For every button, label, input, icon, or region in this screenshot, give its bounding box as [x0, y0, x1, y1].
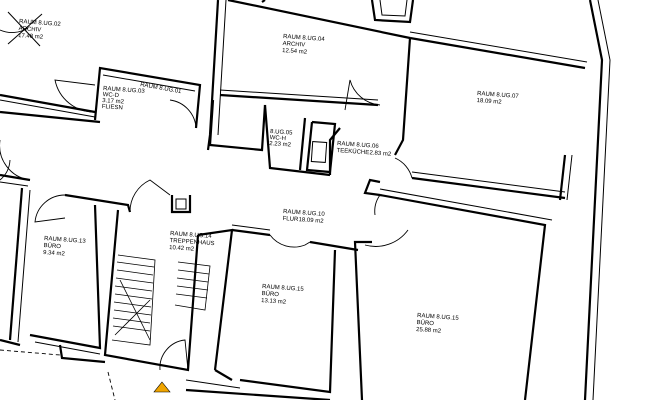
room-ug15b-use: BÜRO [416, 319, 434, 327]
room-ug02-area: 17.48 m2 [18, 33, 44, 41]
room-label-ug02: RAUM 8.UG.02 ARCHIV 17.48 m2 [18, 19, 63, 42]
facade-right [583, 0, 611, 400]
room-ug06-name: RAUM 8.UG.06 [337, 141, 380, 150]
strike-mark [7, 11, 43, 47]
room-ug14-name: RAUM 8.UG.14 [170, 231, 213, 240]
room-label-ug13: RAUM 8.UG.13 BÜRO 9.34 m2 [43, 236, 88, 259]
room-ug13-use: BÜRO [43, 242, 61, 250]
stair-house [103, 195, 271, 372]
room-ug15a-area: 13.13 m2 [261, 298, 287, 306]
room-ug05-name: 8.UG.05 [270, 129, 293, 137]
room-ug03-use: WC-D [102, 92, 119, 99]
room-label-ug04: RAUM 8.UG.04 ARCHIV 12.54 m2 [282, 34, 327, 57]
room-label-ug05: 8.UG.05 WC-H 2.23 m2 [269, 129, 294, 149]
dashed-lines [0, 349, 116, 400]
room-ug10-area: 18.09 m2 [298, 217, 324, 225]
room-label-ug15a: RAUM 8.UG.15 BÜRO 13.13 m2 [261, 284, 306, 307]
room-ug02-name: RAUM 8.UG.02 [19, 19, 62, 28]
room-label-ug10: RAUM 8.UG.10 FLUR 18.09 m2 [282, 209, 326, 225]
room-ug14-use: TREPPENHAUS [169, 238, 214, 247]
room-ug15b-name: RAUM 8.UG.15 [417, 313, 460, 322]
walls-upper-middle [208, 37, 412, 177]
room-ug15a-name: RAUM 8.UG.15 [262, 284, 305, 293]
room-ug10-use: FLUR [282, 216, 299, 223]
room-label-ug14: RAUM 8.UG.14 TREPPENHAUS 10.42 m2 [169, 231, 217, 254]
room-ug06-area: 2.83 m2 [369, 150, 392, 158]
room-label-ug15b: RAUM 8.UG.15 BÜRO 25.88 m2 [416, 313, 461, 336]
room-ug10-name: RAUM 8.UG.10 [283, 209, 326, 218]
room-ug04-use: ARCHIV [282, 41, 305, 49]
room-ug05-use: WC-H [269, 135, 286, 142]
room-ug13-area: 9.34 m2 [43, 250, 66, 258]
doors [0, 27, 413, 371]
room-ug05-area: 2.23 m2 [269, 141, 292, 149]
walls-office-middle [185, 228, 359, 400]
room-label-ug07: RAUM 8.UG.07 18.09 m2 [476, 91, 520, 107]
room-ug07-area: 18.09 m2 [476, 98, 502, 106]
walls-top [206, 0, 588, 151]
room-label-ug03: RAUM 8.UG.03 WC-D 3.17 m2 FLIESN [102, 86, 147, 113]
room-ug03-area: 3.17 m2 [102, 98, 125, 106]
room-ug04-name: RAUM 8.UG.04 [283, 34, 326, 43]
walls-right [353, 154, 573, 400]
room-ug06-use: TEEKÜCHE [336, 147, 369, 156]
walls-left [0, 66, 202, 364]
room-ug15a-use: BÜRO [261, 290, 279, 298]
room-ug03-name: RAUM 8.UG.03 [103, 86, 146, 95]
room-ug03-note: FLIESN [102, 104, 123, 111]
room-label-ug06: RAUM 8.UG.06 TEEKÜCHE 2.83 m2 [336, 141, 392, 158]
room-ug14-area: 10.42 m2 [169, 245, 195, 253]
room-ug13-name: RAUM 8.UG.13 [44, 236, 87, 245]
room-ug15b-area: 25.88 m2 [416, 327, 442, 335]
room-ug07-name: RAUM 8.UG.07 [477, 91, 520, 100]
room-labels: RAUM 8.UG.02 ARCHIV 17.48 m2 RAUM 8.UG.0… [18, 19, 520, 336]
level-marker-icon [153, 381, 171, 393]
room-ug02-use: ARCHIV [18, 26, 41, 34]
room-ug04-area: 12.54 m2 [282, 48, 308, 56]
